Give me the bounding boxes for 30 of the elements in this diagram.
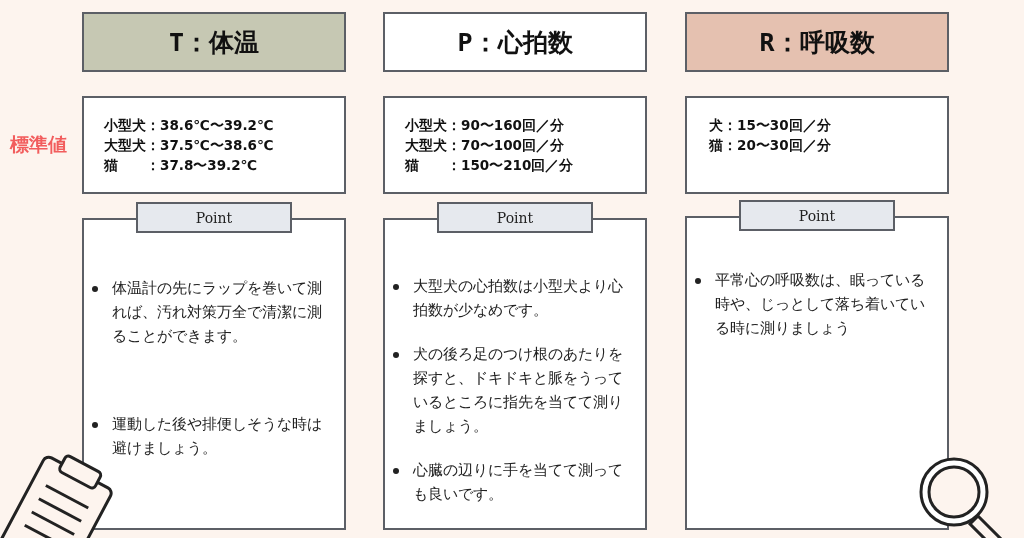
value-line: 大型犬：37.5℃〜38.6℃ [104,136,275,155]
tab-title: Point [195,209,233,226]
header-box [685,12,949,72]
tab-title: Point [496,209,534,226]
tab-label [437,202,593,233]
tab-title: Point [798,207,836,224]
header-title: T：体温 [168,26,260,59]
header-box [82,12,346,72]
value-box [685,96,949,194]
tip-text: 平常心の呼吸数は、眠っている時や、じっとして落ち着いている時に測りましょう [715,270,926,339]
header-title: R：呼吸数 [759,26,875,59]
tab-label [136,202,292,233]
tip-text: 心臓の辺りに手を当てて測っても良いです。 [413,460,624,505]
value-box [82,96,346,194]
header-title: P：心拍数 [457,26,573,59]
tip-text: 運動した後や排便しそうな時は避けましょう。 [112,414,323,459]
value-line: 大型犬：70〜100回／分 [405,136,565,155]
tip-text: 体温計の先にラップを巻いて測れば、汚れ対策万全で清潔に測ることができます。 [112,278,323,347]
tip-text: 大型犬の心拍数は小型犬より心拍数が少なめです。 [413,276,624,321]
tip-text: 犬の後ろ足のつけ根のあたりを探すと、ドキドキと脈をうっているところに指先を当てて測りましょう。 [413,344,624,437]
value-line: 猫 ：37.8〜39.2℃ [104,156,258,175]
value-line: 猫 ：150〜210回／分 [405,156,575,175]
header-box [383,12,647,72]
value-line: 小型犬：90〜160回／分 [405,116,565,135]
value-box [383,96,647,194]
value-line: 犬：15〜30回／分 [709,116,832,135]
row-label: 標準値 [10,132,67,157]
tab-label [739,200,895,231]
value-line: 猫：20〜30回／分 [709,136,832,155]
value-line: 小型犬：38.6℃〜39.2℃ [104,116,275,135]
